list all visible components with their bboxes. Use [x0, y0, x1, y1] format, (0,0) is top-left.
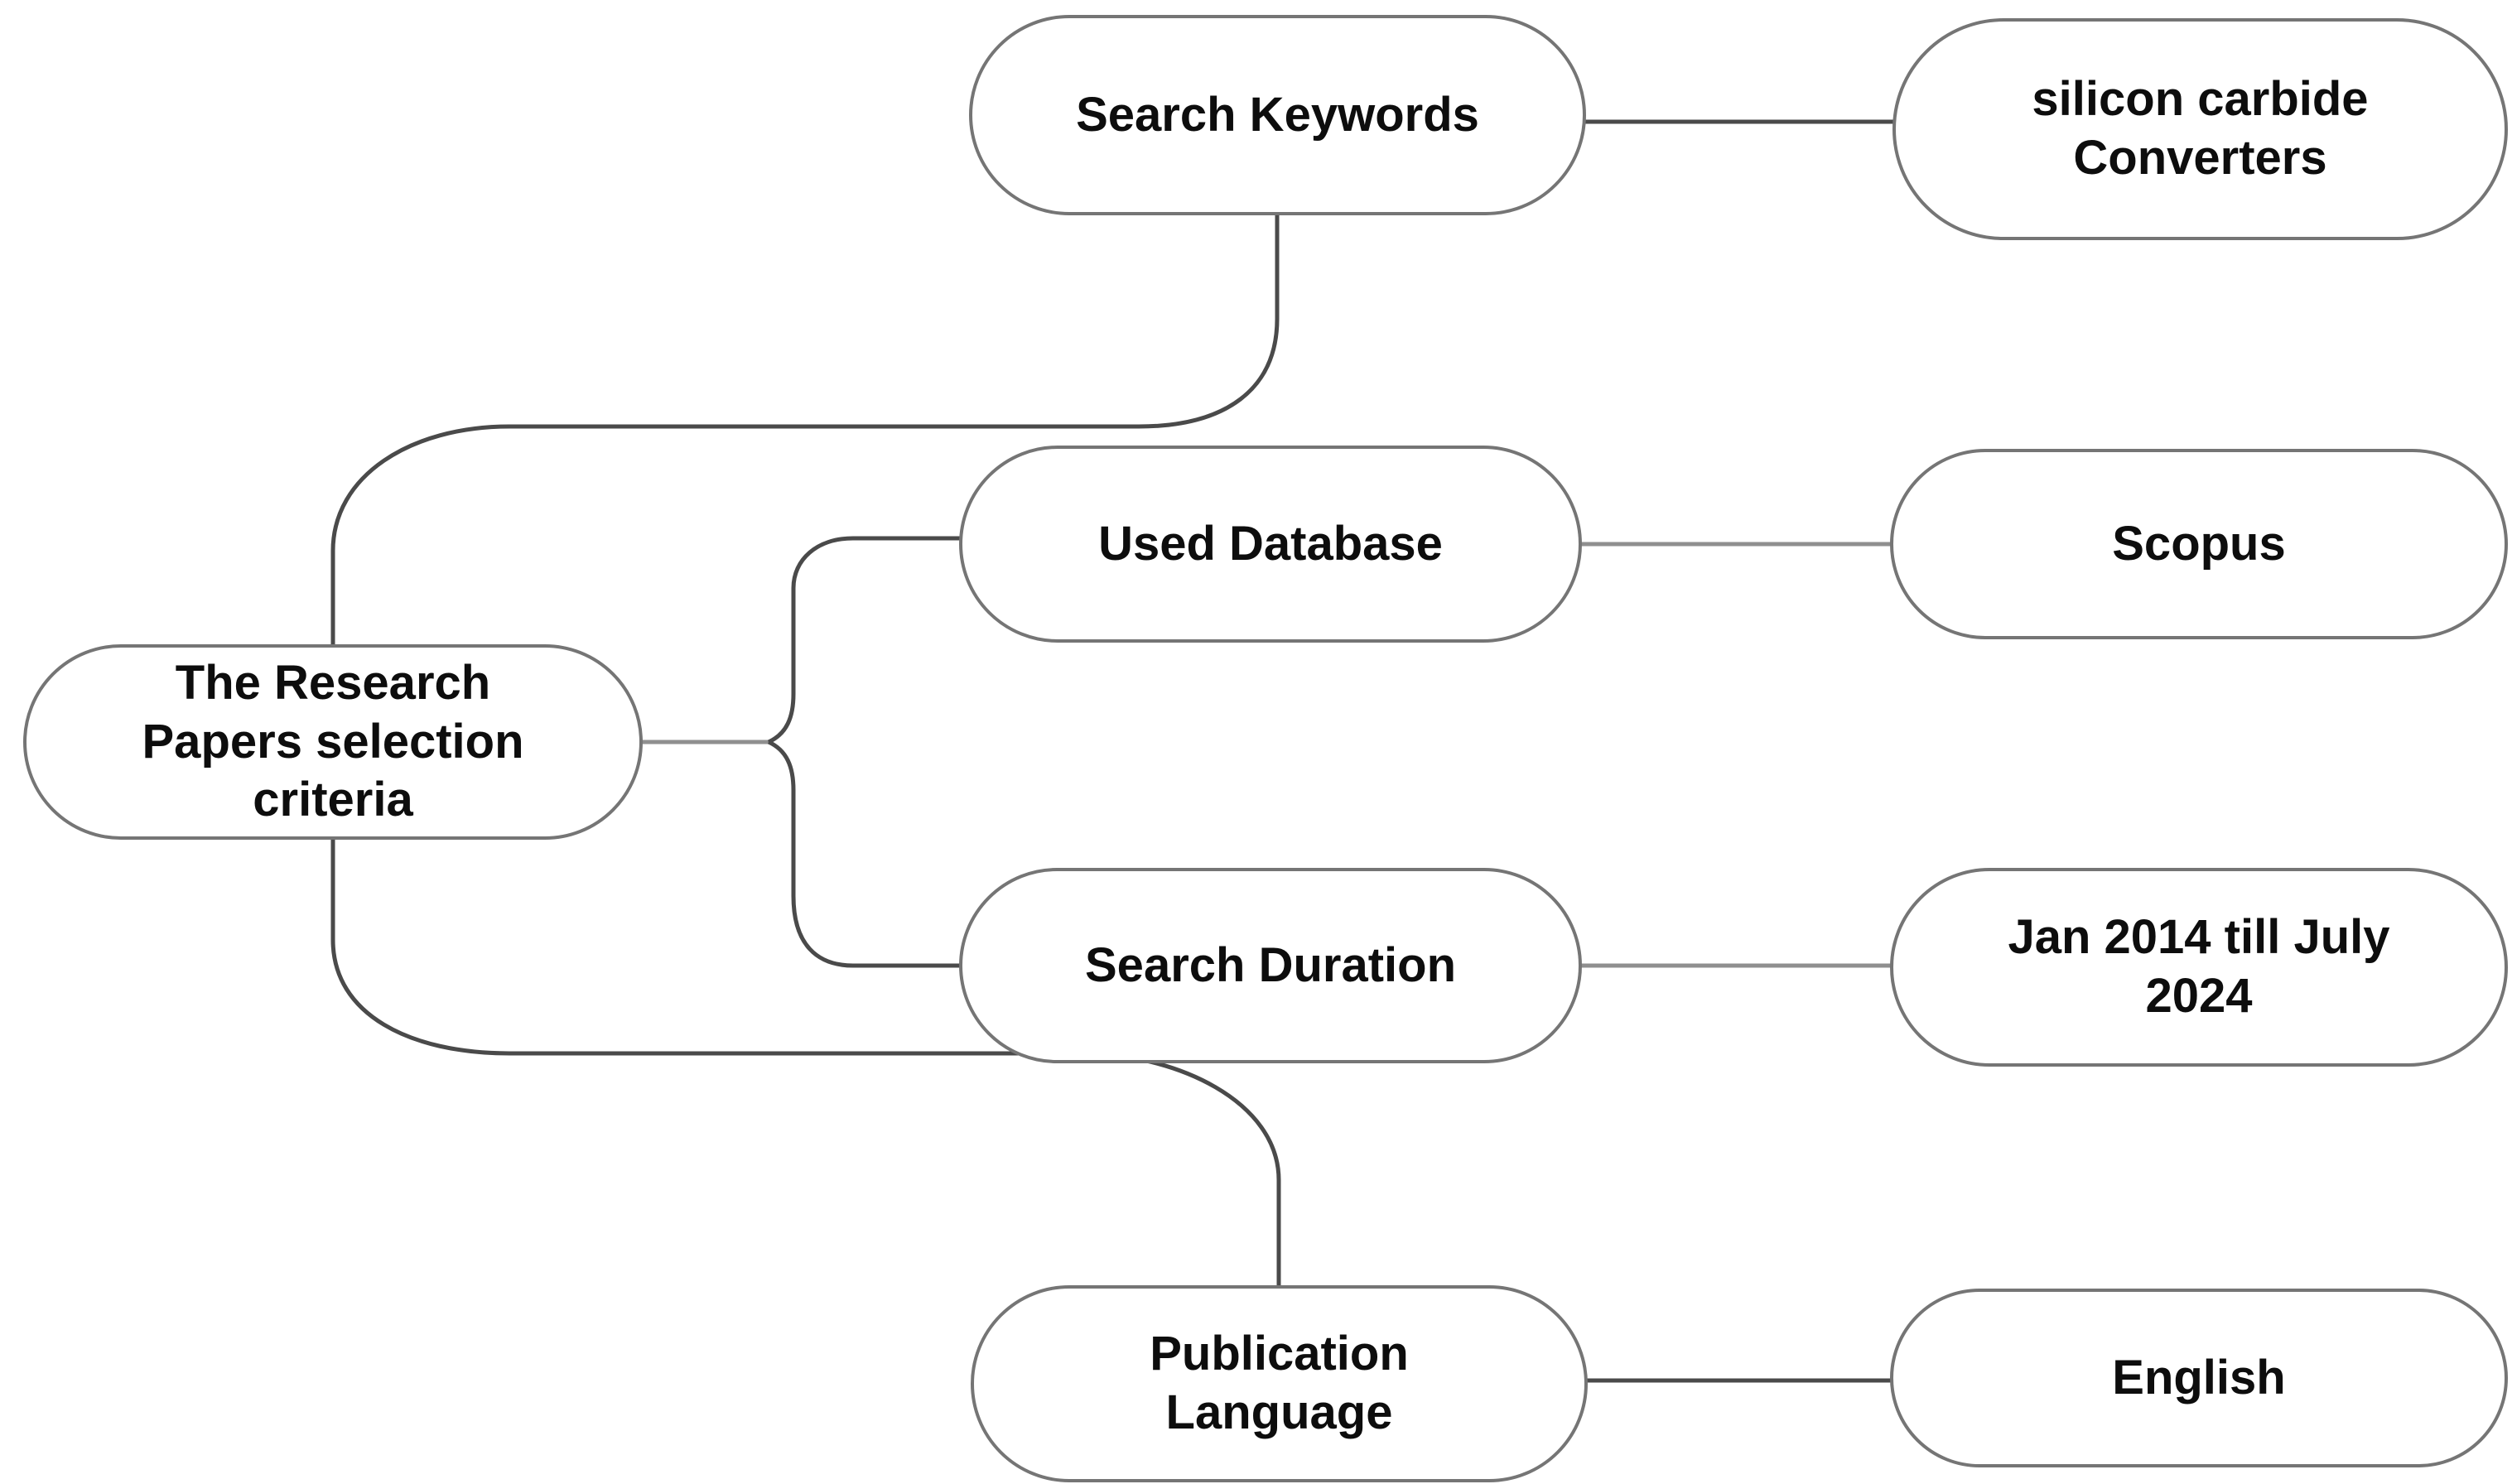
- connector-brace-to-used-database: [767, 536, 961, 744]
- connector-brace-to-search-duration: [767, 740, 961, 968]
- node-used-database-label: Used Database: [1098, 516, 1443, 571]
- node-used-database: Used Database: [959, 446, 1582, 643]
- node-publication-language-line2: Language: [1165, 1385, 1393, 1439]
- node-search-keywords: Search Keywords: [969, 15, 1586, 215]
- node-scopus-label: Scopus: [2112, 516, 2286, 571]
- node-scopus: Scopus: [1890, 449, 2508, 639]
- node-english-label: English: [2112, 1350, 2286, 1404]
- node-silicon-carbide-line1: silicon carbide: [2032, 72, 2369, 127]
- node-english: English: [1890, 1289, 2508, 1467]
- node-search-duration: Search Duration: [959, 868, 1582, 1063]
- node-publication-language-line1: Publication: [1150, 1327, 1409, 1381]
- node-search-duration-label: Search Duration: [1085, 937, 1456, 992]
- node-research-papers-selection-criteria: The Research Papers selection criteria: [23, 644, 643, 840]
- node-jan-2014-till-july-2024: Jan 2014 till July 2024: [1890, 868, 2508, 1067]
- node-root-line2: Papers selection: [142, 714, 524, 768]
- connector-root-to-search-keywords: [330, 214, 1280, 645]
- node-jan-2014-line2: 2024: [2145, 969, 2253, 1023]
- node-jan-2014-line1: Jan 2014 till July: [2008, 910, 2390, 965]
- node-root-line3: criteria: [253, 773, 413, 827]
- node-search-keywords-label: Search Keywords: [1076, 87, 1479, 142]
- node-silicon-carbide-line2: Converters: [2073, 131, 2327, 185]
- node-silicon-carbide-converters: silicon carbide Converters: [1892, 18, 2508, 240]
- node-publication-language: Publication Language: [971, 1285, 1588, 1482]
- node-root-line1: The Research: [175, 655, 491, 710]
